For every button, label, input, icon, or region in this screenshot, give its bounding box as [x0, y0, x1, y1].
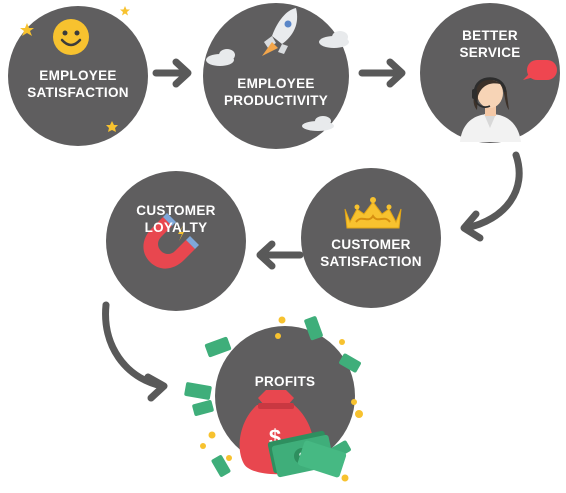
crown-icon — [344, 197, 402, 229]
customer-loyalty-circle — [106, 171, 246, 311]
flow-arrows — [102, 58, 523, 402]
employee-satisfaction-label: EMPLOYEE SATISFACTION — [20, 67, 136, 101]
arrow-loyalty-to-profits — [102, 301, 168, 402]
customer-satisfaction-circle — [301, 168, 441, 308]
support-agent-icon — [460, 77, 521, 142]
rocket-icon — [262, 8, 298, 56]
star-icon — [20, 6, 130, 132]
coin-icon — [200, 316, 363, 482]
customer-satisfaction-line-2: SATISFACTION — [320, 254, 422, 269]
employee-satisfaction-line-1: EMPLOYEE — [39, 68, 117, 83]
employee-productivity-line-2: PRODUCTIVITY — [223, 93, 329, 108]
employee-productivity-circle — [203, 3, 349, 149]
lightning-icon — [178, 224, 184, 241]
customer-satisfaction-label: CUSTOMER SATISFACTION — [313, 236, 429, 270]
customer-satisfaction-line-1: CUSTOMER — [331, 237, 411, 252]
arrow-customer-satisfaction-to-loyalty — [256, 240, 304, 270]
magnet-icon — [143, 213, 199, 269]
customer-loyalty-line-1: CUSTOMER — [136, 203, 216, 218]
smiley-face-icon — [53, 19, 89, 55]
employee-productivity-line-1: EMPLOYEE — [237, 76, 315, 91]
better-service-label: BETTER SERVICE — [440, 27, 540, 61]
arrow-service-to-customer-satisfaction — [460, 151, 523, 242]
cash-stack-icon: $ — [267, 430, 347, 478]
customer-loyalty-label: CUSTOMER LOYALTY — [121, 202, 231, 236]
better-service-circle — [420, 3, 560, 143]
employee-productivity-label: EMPLOYEE PRODUCTIVITY — [216, 75, 336, 109]
better-service-line-1: BETTER — [462, 28, 518, 43]
cloud-icon — [206, 31, 349, 131]
profits-label: PROFITS — [235, 373, 335, 390]
speech-bubble-icon — [523, 60, 557, 80]
profits-line-1: PROFITS — [254, 374, 316, 389]
customer-loyalty-line-2: LOYALTY — [144, 220, 208, 235]
arrow-productivity-to-service — [358, 58, 406, 88]
employee-satisfaction-circle — [8, 6, 148, 146]
node-circles — [8, 3, 560, 466]
better-service-line-2: SERVICE — [459, 45, 521, 60]
employee-satisfaction-line-2: SATISFACTION — [27, 85, 129, 100]
arrow-satisfaction-to-productivity — [152, 58, 192, 88]
